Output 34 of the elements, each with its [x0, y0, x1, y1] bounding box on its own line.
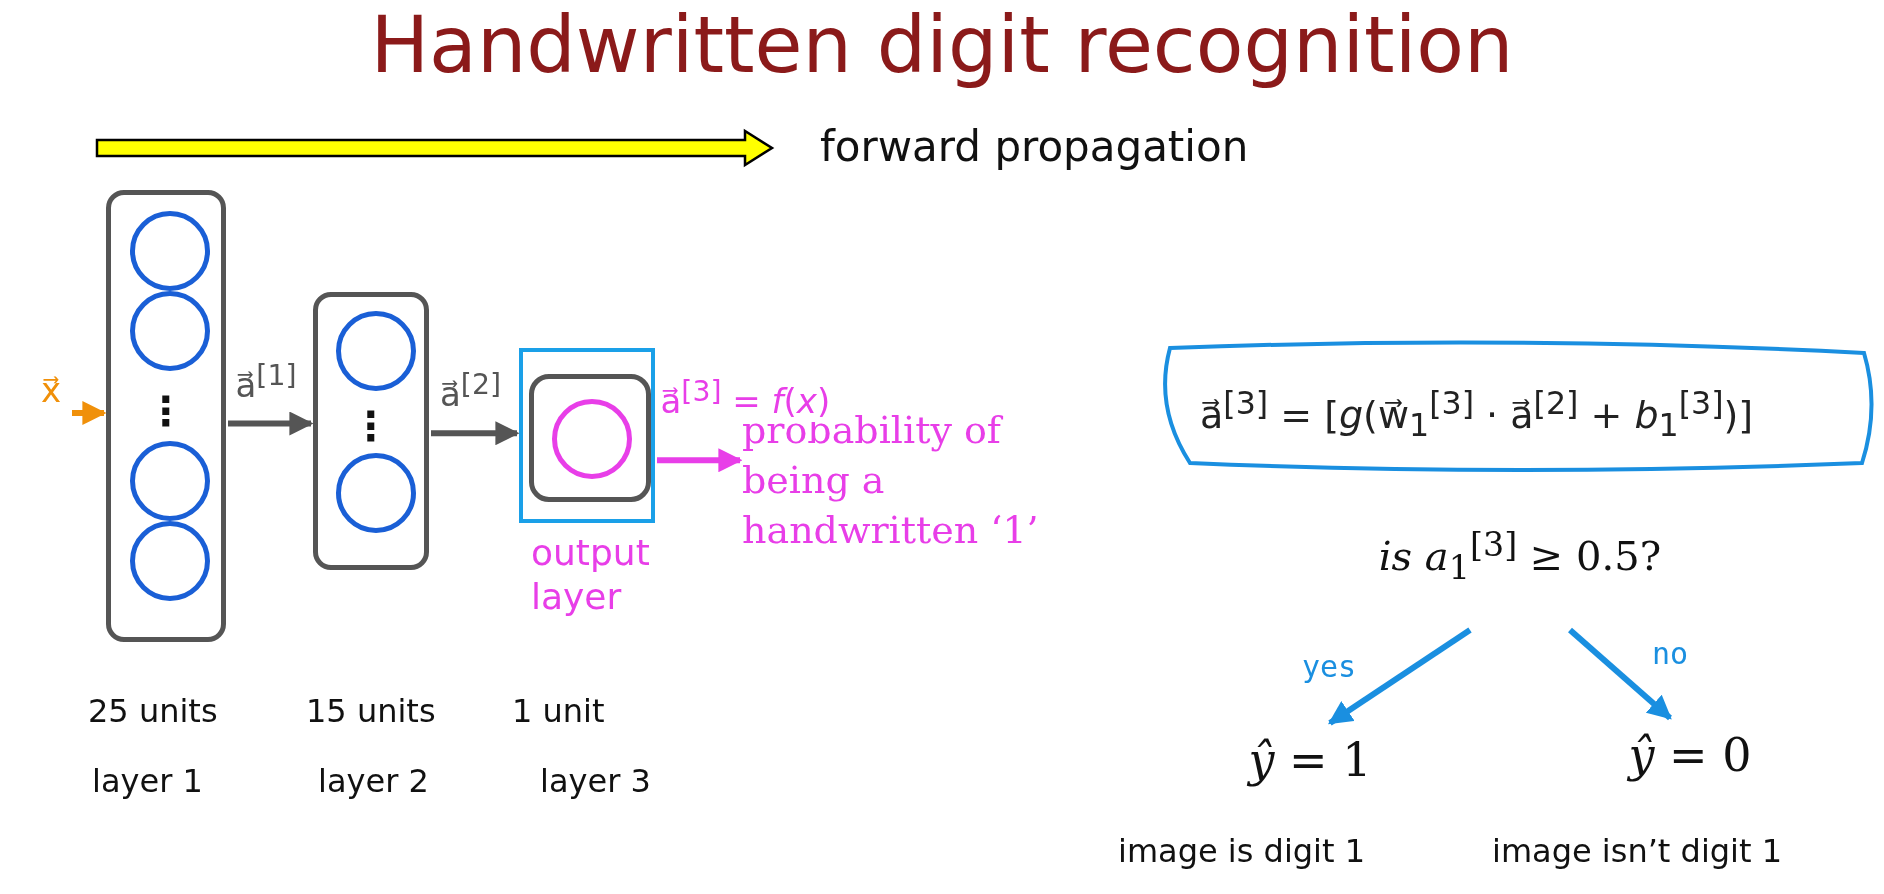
neuron-circle	[130, 291, 210, 371]
threshold-question: is a$_{1}$$^{[3]}$ ≥ 0.5?	[1377, 524, 1663, 590]
node-caption: image isn’t digit 1	[1492, 832, 1783, 870]
ellipsis-mark: ⋮	[350, 406, 392, 446]
layer-box	[106, 190, 226, 642]
arrow	[657, 448, 743, 473]
node-caption: layer 1	[92, 762, 203, 800]
node-caption: layer 2	[318, 762, 429, 800]
neuron-circle	[336, 453, 416, 533]
prediction-equation: ŷ = 0	[1626, 727, 1753, 784]
neuron-circle	[130, 211, 210, 291]
neuron-circle	[552, 399, 632, 479]
title: Handwritten digit recognition	[369, 0, 1515, 90]
node-caption: layer 3	[540, 762, 651, 800]
arrow	[431, 421, 520, 446]
prediction-equation: ŷ = 1	[1246, 732, 1373, 789]
neuron-circle	[336, 311, 416, 391]
arrow	[1328, 627, 1472, 726]
neuron-circle	[130, 441, 210, 521]
ellipsis-mark: ⋮	[145, 391, 187, 431]
input-label: x⃗	[39, 369, 63, 412]
layer-box	[313, 292, 429, 570]
node-caption: 15 units	[306, 692, 436, 730]
node-caption: 1 unit	[512, 692, 605, 730]
node-caption: 25 units	[88, 692, 218, 730]
neuron-circle	[130, 521, 210, 601]
unit-box	[529, 374, 651, 502]
label-text: forward propagation	[820, 122, 1249, 171]
arrow	[72, 401, 107, 425]
arrow	[1568, 627, 1672, 721]
node-caption: image is digit 1	[1118, 832, 1366, 870]
formula-text: a⃗$^{[3]}$ = [g(w⃗$_{1}$$^{[3]}$ · a⃗$^{[2]}$ + b$_{1}$$^{[3]}$)]	[1200, 384, 1754, 446]
layer-caption: output layer	[531, 531, 651, 619]
arrow	[228, 411, 314, 436]
